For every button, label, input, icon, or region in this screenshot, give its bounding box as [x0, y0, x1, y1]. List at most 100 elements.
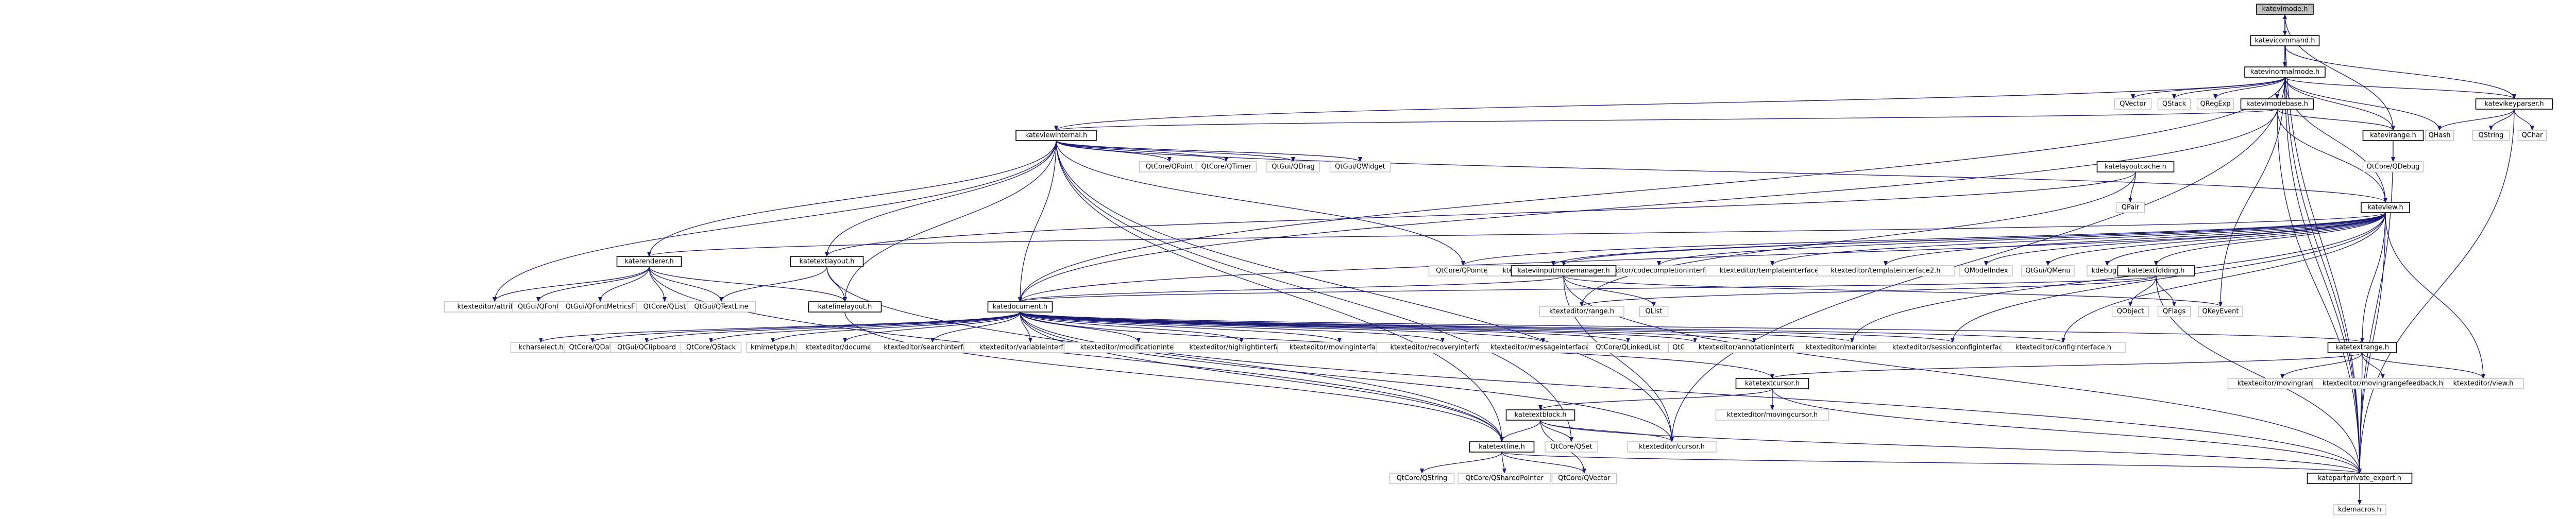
- node-qtgui-qdrag: QtGui/QDrag: [1266, 161, 1320, 172]
- node-katevimode[interactable]: katevimode.h: [2256, 4, 2314, 15]
- node-kcharselect: kcharselect.h: [510, 342, 572, 353]
- node-label: katerenderer.h: [624, 258, 674, 266]
- edge-katetextfolding-to-qobject: [2128, 275, 2157, 307]
- node-katevirange[interactable]: katevirange.h: [2362, 130, 2424, 141]
- node-box: [2111, 306, 2149, 317]
- edge-katedocument-to-markinterface: [1020, 312, 1854, 343]
- node-messageinterface: ktexteditor/messageinterface.h: [1478, 342, 1608, 353]
- node-katetextfolding[interactable]: katetextfolding.h: [2117, 265, 2195, 276]
- node-label: QtCore/QDebug: [2367, 163, 2420, 171]
- edge-katedocument-to-messageinterface: [1020, 312, 1545, 343]
- node-label: QFlags: [2163, 308, 2186, 316]
- node-label: QObject: [2117, 308, 2144, 316]
- node-label: kdebug.h: [2092, 267, 2123, 275]
- node-kateview[interactable]: kateview.h: [2361, 202, 2410, 213]
- node-box: [1511, 265, 1617, 276]
- node-box: [2256, 4, 2314, 15]
- node-box: [2115, 202, 2145, 213]
- node-codecompletion: ktexteditor/codecompletioninterface.h: [1580, 265, 1738, 276]
- node-katevicommand[interactable]: katevicommand.h: [2250, 35, 2320, 46]
- edge-katerenderer-to-qtcore-qlist: [649, 266, 667, 302]
- node-katetextblock[interactable]: katetextblock.h: [1505, 409, 1575, 421]
- node-katetextlayout[interactable]: katetextlayout.h: [790, 256, 864, 267]
- edge-katetextfolding-to-katedocument: [1018, 275, 2157, 302]
- node-ktexteditor-view: ktexteditor/view.h: [2443, 378, 2524, 389]
- edge-katetextline-to-qtcore-qvector: [1501, 452, 1586, 474]
- node-ktexteditor-cursor: ktexteditor/cursor.h: [1627, 441, 1717, 453]
- edge-katedocument-to-recoveryinterface: [1020, 312, 1445, 343]
- node-label: katevimode.h: [2262, 6, 2308, 13]
- node-katevimodebase[interactable]: katevimodebase.h: [2240, 98, 2314, 110]
- node-katerenderer[interactable]: katerenderer.h: [616, 256, 682, 267]
- edge-katerenderer-to-qtgui-qfont: [536, 266, 650, 302]
- node-box: [2117, 265, 2195, 276]
- node-configinterface: ktexteditor/configinterface.h: [2001, 342, 2126, 353]
- node-label: ktexteditor/movingcursor.h: [1727, 411, 1818, 419]
- node-label: kcharselect.h: [518, 344, 563, 352]
- edge-kateview-to-sessionconfiginterface: [1951, 212, 2386, 343]
- node-label: ktexteditor/view.h: [2453, 380, 2514, 388]
- node-label: QPair: [2122, 204, 2140, 212]
- edge-katevimodebase-to-katedocument: [1018, 109, 2278, 302]
- edge-katetextrange-to-katetextcursor: [1770, 352, 2363, 379]
- edge-katedocument-to-ktexteditor-document: [843, 312, 1021, 343]
- edge-kateviinputmodemanager-to-qlist: [1563, 275, 1656, 307]
- edge-kateviewinternal-to-qtcore-qtimer: [1056, 140, 1228, 162]
- node-katevikeyparser[interactable]: katevikeyparser.h: [2475, 98, 2553, 110]
- edge-katetextrange-to-ktexteditor-view: [2362, 352, 2485, 379]
- edge-kateviewinternal-to-ktexteditor-attribute: [493, 140, 1057, 302]
- edge-kateviewinternal-to-qtcore-qpointer: [1056, 140, 1465, 266]
- edge-katevinormalmode-to-qkeyevent: [2218, 77, 2285, 307]
- edge-katevinormalmode-to-katepartprivate-export: [2284, 77, 2362, 474]
- node-layer: katevimode.h katevicommand.h katevinormalm…: [444, 4, 2553, 515]
- edge-katevikeyparser-to-qchar: [2514, 109, 2534, 131]
- node-qtcore-qstring: QtCore/QString: [1389, 473, 1455, 484]
- node-box: [987, 301, 1053, 313]
- node-kateviinputmodemanager[interactable]: kateviinputmodemanager.h: [1511, 265, 1617, 276]
- edge-kateviewinternal-to-qtcore-qset: [1056, 140, 1573, 442]
- edge-kateview-to-katerenderer: [647, 212, 2386, 257]
- edge-kateview-to-markinterface: [1850, 212, 2386, 343]
- node-label: QtGui/QFont: [518, 303, 559, 311]
- node-label: katepartprivate_export.h: [2318, 475, 2401, 482]
- node-movingrange: ktexteditor/movingrange.h: [2227, 378, 2337, 389]
- node-qtcore-qvector: QtCore/QVector: [1551, 473, 1617, 484]
- node-katetextcursor[interactable]: katetextcursor.h: [1735, 378, 1809, 389]
- node-katetextline[interactable]: katetextline.h: [1469, 441, 1535, 453]
- node-katedocument[interactable]: katedocument.h: [987, 301, 1053, 313]
- node-label: QtGui/QWidget: [1335, 163, 1385, 171]
- node-katelayoutcache[interactable]: katelayoutcache.h: [2096, 161, 2175, 172]
- edge-katedocument-to-qtcore-qdate: [590, 312, 1021, 343]
- node-qlist: QList: [1639, 306, 1669, 317]
- node-label: kateviinputmodemanager.h: [1517, 267, 1610, 275]
- node-label: katetextlayout.h: [800, 258, 855, 266]
- edge-katevimodebase-to-kateviewinternal: [1055, 109, 2278, 131]
- node-label: ktexteditor/movingrange.h: [2238, 380, 2327, 388]
- node-box: [1735, 378, 1809, 389]
- node-katelinelayout[interactable]: katelinelayout.h: [808, 301, 882, 313]
- edge-katetextcursor-to-katetextblock: [1538, 388, 1773, 410]
- edge-kateviewinternal-to-katedocument: [1018, 140, 1057, 302]
- edge-kateviinputmodemanager-to-katedocument: [1018, 275, 1564, 302]
- node-label: katedocument.h: [993, 303, 1047, 311]
- node-katevinormalmode[interactable]: katevinormalmode.h: [2244, 66, 2326, 78]
- edge-kateviewinternal-to-ktexteditor-cursor: [1056, 140, 1674, 442]
- node-katepartprivate-export[interactable]: katepartprivate_export.h: [2307, 473, 2413, 484]
- node-qtcore-qpoint: QtCore/QPoint: [1139, 161, 1200, 172]
- node-label: QtCore/QString: [1397, 475, 1448, 482]
- node-label: QKeyEvent: [2202, 308, 2239, 316]
- node-label: QtCore/QStack: [686, 344, 736, 352]
- node-kateviewinternal[interactable]: kateviewinternal.h: [1015, 130, 1097, 141]
- node-box: [1545, 441, 1598, 453]
- node-label: ktexteditor/sessionconfiginterface.h: [1892, 344, 2013, 352]
- edge-katedocument-to-movinginterface: [1020, 312, 1342, 343]
- node-box: [1195, 161, 1257, 172]
- node-label: ktexteditor/document.h: [805, 344, 885, 352]
- node-katetextrange[interactable]: katetextrange.h: [2327, 342, 2397, 353]
- node-box: [1551, 473, 1617, 484]
- edge-katetextline-to-katepartprivate-export: [1501, 452, 2362, 474]
- node-label: QtCore/QPoint: [1146, 163, 1193, 171]
- edge-kateview-to-katetextrange: [2360, 212, 2386, 343]
- node-label: ktexteditor/range.h: [1549, 308, 1614, 316]
- edge-katetextlayout-to-qtgui-qtextline: [719, 266, 827, 302]
